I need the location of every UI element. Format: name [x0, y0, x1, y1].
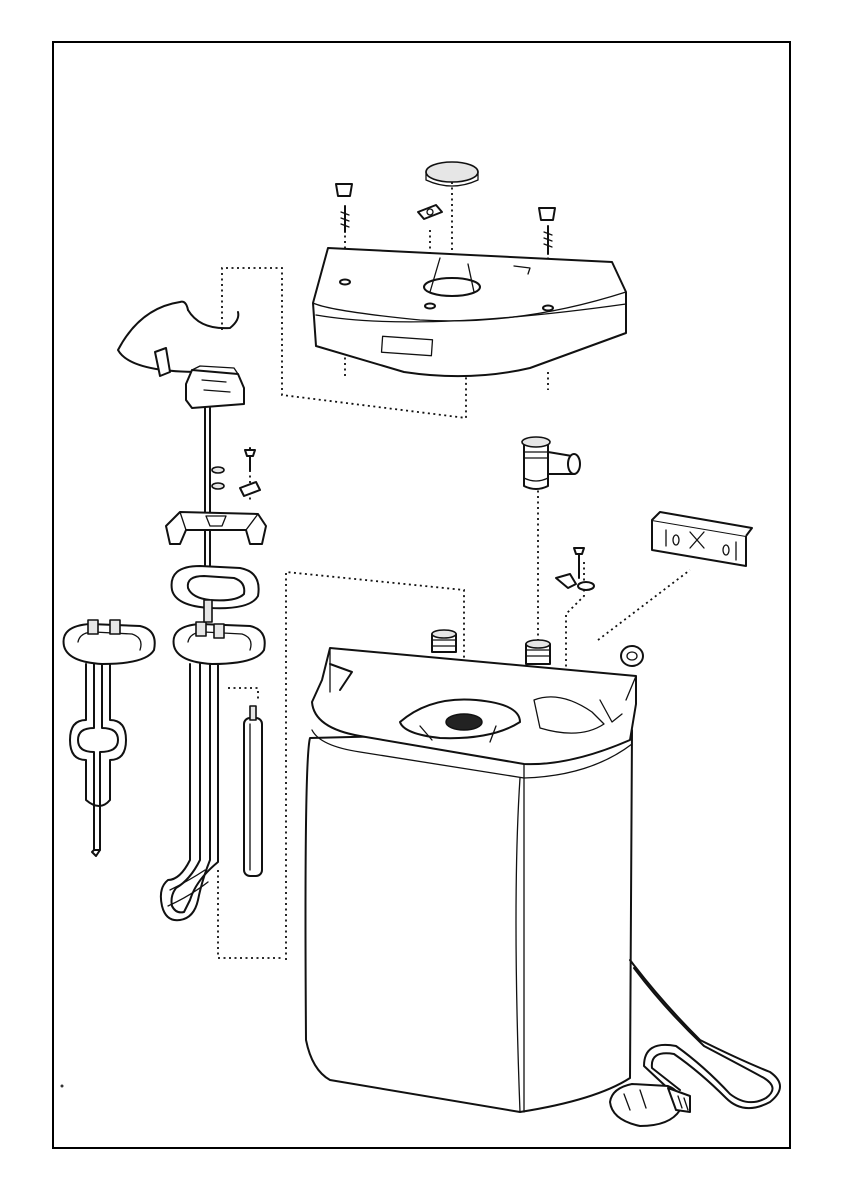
- tank-body-icon: [306, 648, 637, 1112]
- cold-water-fitting-icon: [432, 630, 456, 652]
- flange-gasket-icon: [172, 566, 259, 608]
- anode-rod-icon: [244, 706, 262, 876]
- mounting-bracket-icon: [166, 512, 266, 544]
- cover-plug-icon: [426, 162, 478, 186]
- cover-screw-right-icon: [539, 208, 555, 254]
- wall-bracket-icon: [652, 512, 752, 566]
- t-valve-icon: [522, 437, 580, 489]
- heating-element-alternate-icon: [64, 620, 155, 856]
- cover-screw-left-icon: [336, 184, 352, 232]
- top-cover-icon: [313, 248, 626, 376]
- grommet-icon: [621, 646, 643, 666]
- power-plug-icon: [610, 1084, 690, 1126]
- thermostat-icon: [118, 302, 244, 600]
- bracket-screw-icon: [212, 448, 260, 496]
- cover-clip-icon: [418, 205, 442, 219]
- pipe-clip-screw-icon: [556, 548, 594, 590]
- stray-mark: [61, 1085, 64, 1088]
- hot-water-fitting-icon: [526, 640, 550, 664]
